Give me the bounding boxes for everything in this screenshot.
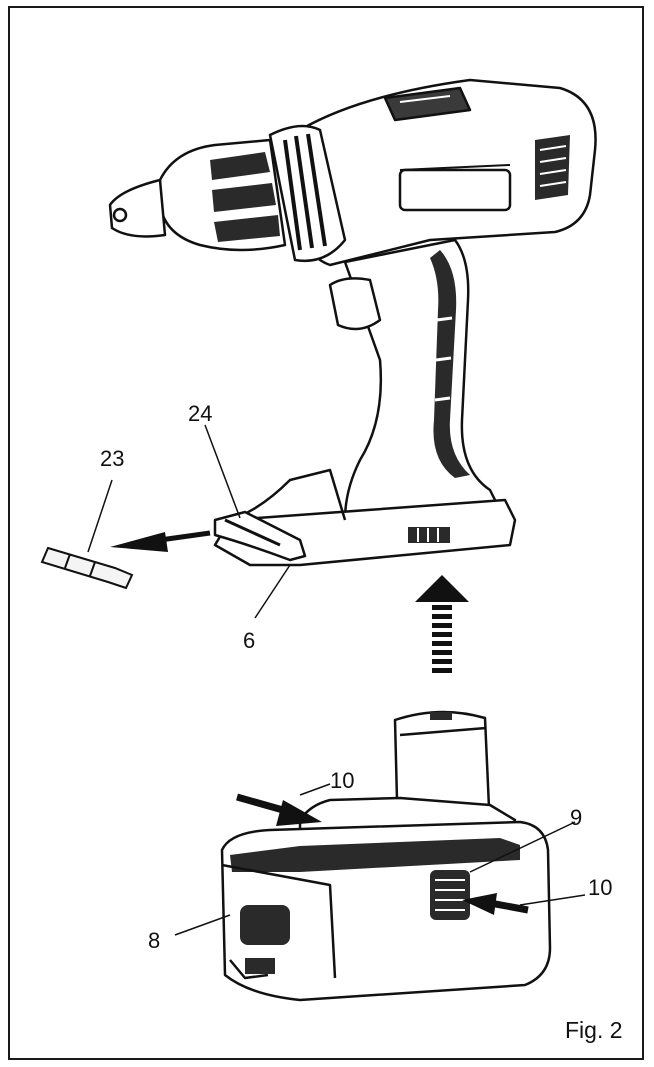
drill — [108, 78, 597, 567]
side-vents — [535, 135, 570, 200]
pull-arrow-icon — [159, 530, 211, 543]
callout-9: 9 — [570, 805, 583, 830]
battery-side-grip — [240, 905, 290, 945]
callout-10-right: 10 — [588, 875, 613, 900]
push-arrow-icon — [489, 899, 529, 914]
screwdriver-bit — [40, 546, 134, 590]
battery-pack — [220, 710, 552, 1002]
battery-latch — [430, 870, 470, 920]
grip-overmold — [430, 250, 470, 478]
figure-label: Fig. 2 — [565, 1017, 623, 1043]
leader-lines — [87, 424, 586, 936]
chuck-nose — [108, 178, 167, 238]
callout-8: 8 — [148, 928, 161, 953]
callout-24: 24 — [188, 401, 213, 426]
insert-arrow-icon — [415, 575, 469, 673]
label-plate — [398, 168, 512, 212]
battery-top-band — [230, 838, 520, 872]
callout-10-top: 10 — [330, 768, 355, 793]
callout-23: 23 — [100, 446, 125, 471]
trigger — [328, 277, 382, 331]
callout-6: 6 — [243, 628, 256, 653]
figure-frame — [8, 6, 644, 1060]
